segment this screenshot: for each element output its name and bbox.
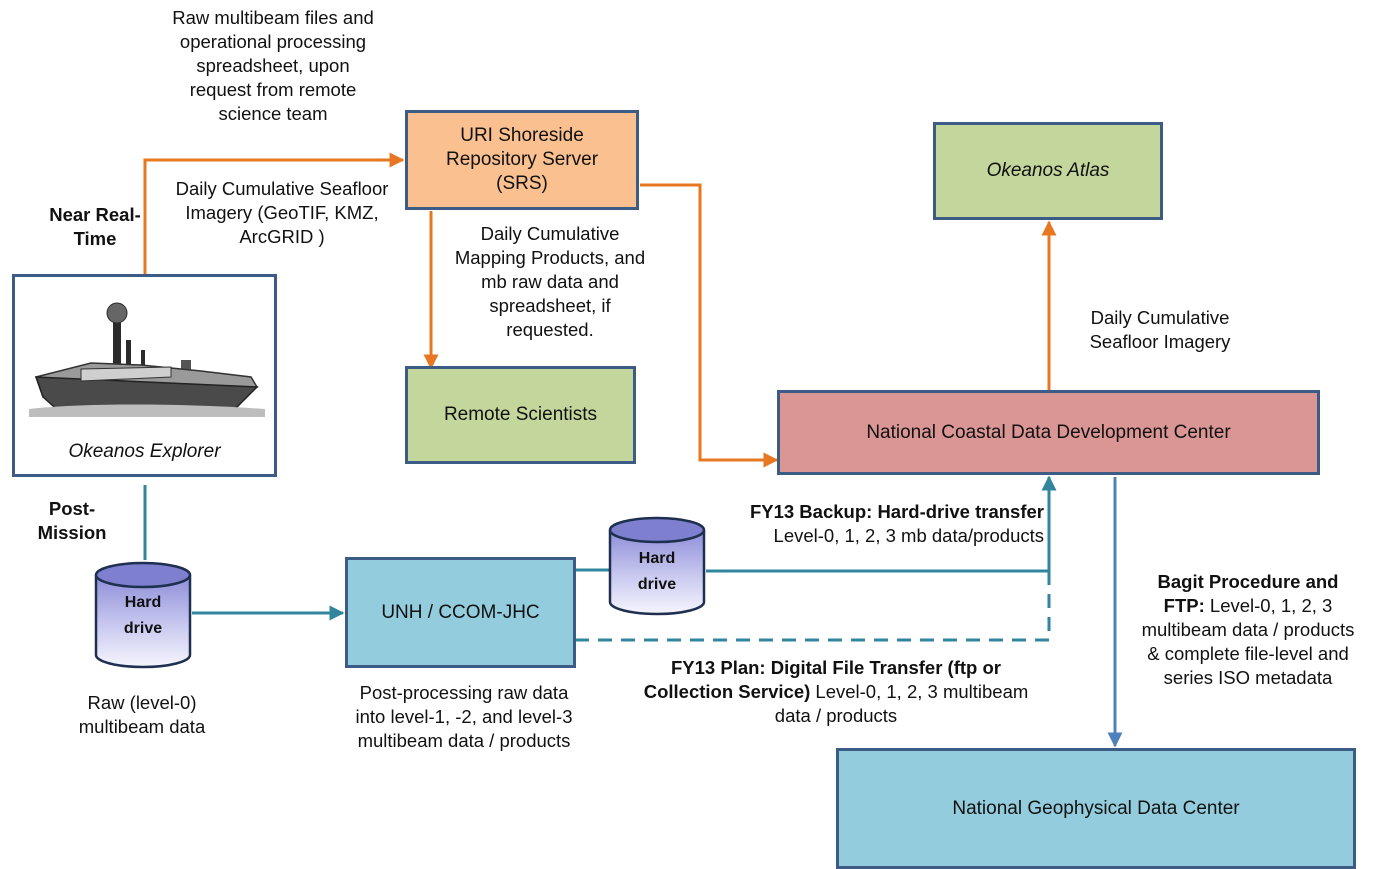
fy13-backup-detail: Level-0, 1, 2, 3 mb data/products [773, 525, 1044, 547]
uri-srs-label: URI Shoreside Repository Server (SRS) [445, 125, 599, 194]
okeanos-atlas-node: Okeanos Atlas [933, 122, 1163, 220]
raw-level0-label: Raw (level-0) multibeam data [78, 692, 206, 738]
hard-drive-2-label-top: Hard [638, 550, 676, 567]
daily-imagery-ship-label: Daily Cumulative Seafloor Imagery (GeoTI… [175, 178, 389, 248]
raw-request-label: Raw multibeam files and operational proc… [172, 7, 374, 125]
post-processing-label: Post-processing raw data into level-1, -… [355, 682, 573, 752]
arrow-ship-to-uri [143, 152, 405, 274]
bagit-title: Bagit Procedure and FTP: [1157, 571, 1339, 617]
hard-drive-2-label-bottom: drive [637, 576, 677, 593]
ngdc-label: National Geophysical Data Center [952, 797, 1240, 819]
fy13-backup-title: FY13 Backup: Hard-drive transfer [749, 501, 1044, 522]
arrow-drive2-to-ncddc [706, 475, 1057, 573]
okeanos-atlas-label: Okeanos Atlas [986, 160, 1110, 182]
hard-drive-icon [608, 516, 706, 616]
fy13-backup-label: FY13 Backup: Hard-drive transfer Level-0… [706, 500, 1044, 548]
unh-ccom-node: UNH / CCOM-JHC [345, 557, 576, 668]
bagit-detail: Level-0, 1, 2, 3 multibeam data / produc… [1141, 595, 1355, 689]
okeanos-explorer-node: Okeanos Explorer [12, 274, 277, 477]
ncddc-label: National Coastal Data Development Center [866, 421, 1231, 443]
unh-ccom-label: UNH / CCOM-JHC [381, 601, 540, 623]
uri-srs-node: URI Shoreside Repository Server (SRS) [405, 110, 639, 210]
daily-mapping-label: Daily Cumulative Mapping Products, and m… [454, 223, 646, 341]
hard-drive-icon [94, 561, 192, 669]
fy13-plan-title: FY13 Plan: Digital File Transfer (ftp or… [643, 657, 1001, 703]
bagit-label: Bagit Procedure and FTP: Level-0, 1, 2, … [1135, 570, 1361, 690]
arrow-uri-to-ncddc [640, 183, 779, 468]
hard-drive-1: Hard drive [96, 590, 190, 650]
okeanos-explorer-label: Okeanos Explorer [68, 441, 221, 462]
fy13-plan-detail: Level-0, 1, 2, 3 multibeam data / produc… [774, 681, 1029, 727]
fy13-plan-label: FY13 Plan: Digital File Transfer (ftp or… [636, 656, 1036, 728]
hard-drive-2: Hard drive [610, 548, 704, 604]
post-mission-label: Post-Mission [37, 498, 107, 544]
remote-scientists-label: Remote Scientists [443, 404, 598, 426]
hard-drive-1-label-bottom: drive [123, 620, 163, 637]
daily-imagery-atlas-label: Daily Cumulative Seafloor Imagery [1089, 307, 1231, 353]
dashed-unh-to-ncddc [575, 572, 1051, 642]
ngdc-node: National Geophysical Data Center [836, 748, 1356, 869]
remote-scientists-node: Remote Scientists [405, 366, 636, 464]
near-realtime-label: Near Real-Time [49, 204, 141, 250]
ship-icon [29, 302, 265, 417]
hard-drive-1-label-top: Hard [124, 594, 162, 611]
ncddc-node: National Coastal Data Development Center [777, 390, 1320, 475]
